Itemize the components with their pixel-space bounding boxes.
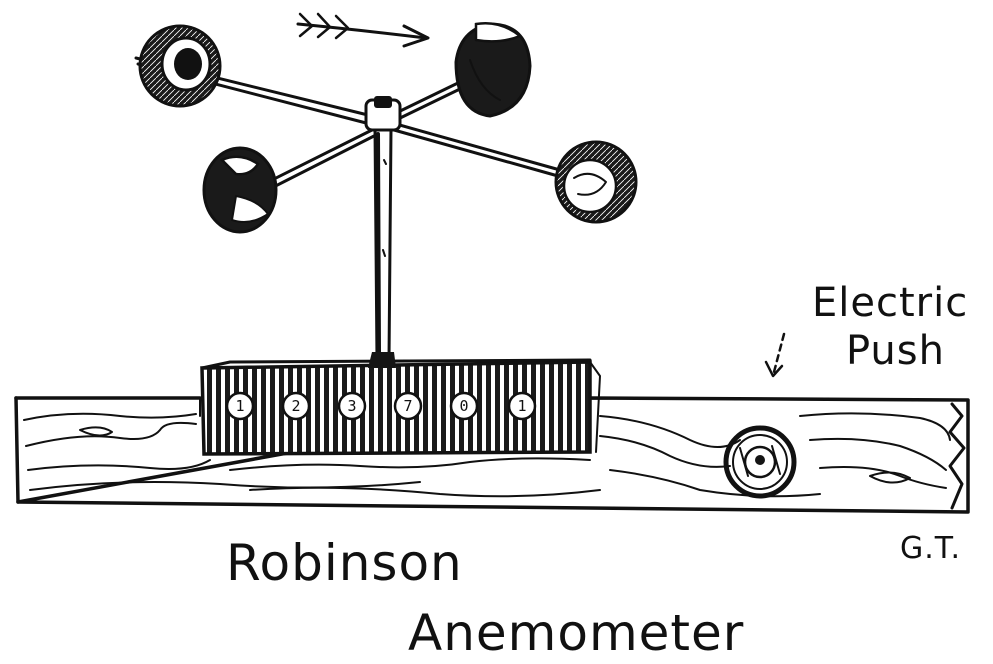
cup-bottom-right bbox=[554, 140, 638, 224]
annotation-line-1: Electric bbox=[812, 280, 968, 326]
svg-text:1: 1 bbox=[517, 397, 526, 415]
counter-dials: 1 2 3 7 0 1 bbox=[225, 391, 537, 421]
counter-dial: 7 bbox=[393, 391, 423, 421]
svg-text:3: 3 bbox=[347, 397, 356, 415]
svg-text:2: 2 bbox=[291, 397, 300, 415]
cup-top-right bbox=[454, 22, 532, 118]
arrow-right-icon bbox=[296, 12, 430, 48]
counter-dial: 2 bbox=[281, 391, 311, 421]
svg-text:0: 0 bbox=[459, 397, 468, 415]
svg-text:1: 1 bbox=[235, 397, 244, 415]
artist-signature: G.T. bbox=[900, 531, 961, 566]
wooden-base-plank bbox=[14, 396, 970, 514]
title-line-1: Robinson bbox=[226, 534, 463, 592]
annotation-line-2: Push bbox=[846, 328, 945, 374]
counter-dial: 1 bbox=[507, 391, 537, 421]
spindle bbox=[368, 126, 396, 368]
counter-dial: 1 bbox=[225, 391, 255, 421]
cup-top-left bbox=[138, 24, 222, 108]
svg-text:7: 7 bbox=[403, 397, 412, 415]
arrow-down-icon bbox=[764, 332, 786, 378]
counter-dial: 0 bbox=[449, 391, 479, 421]
counter-dial: 3 bbox=[337, 391, 367, 421]
electric-push-button bbox=[723, 425, 797, 499]
cup-bottom-left bbox=[202, 146, 278, 234]
title-line-2: Anemometer bbox=[408, 604, 744, 662]
